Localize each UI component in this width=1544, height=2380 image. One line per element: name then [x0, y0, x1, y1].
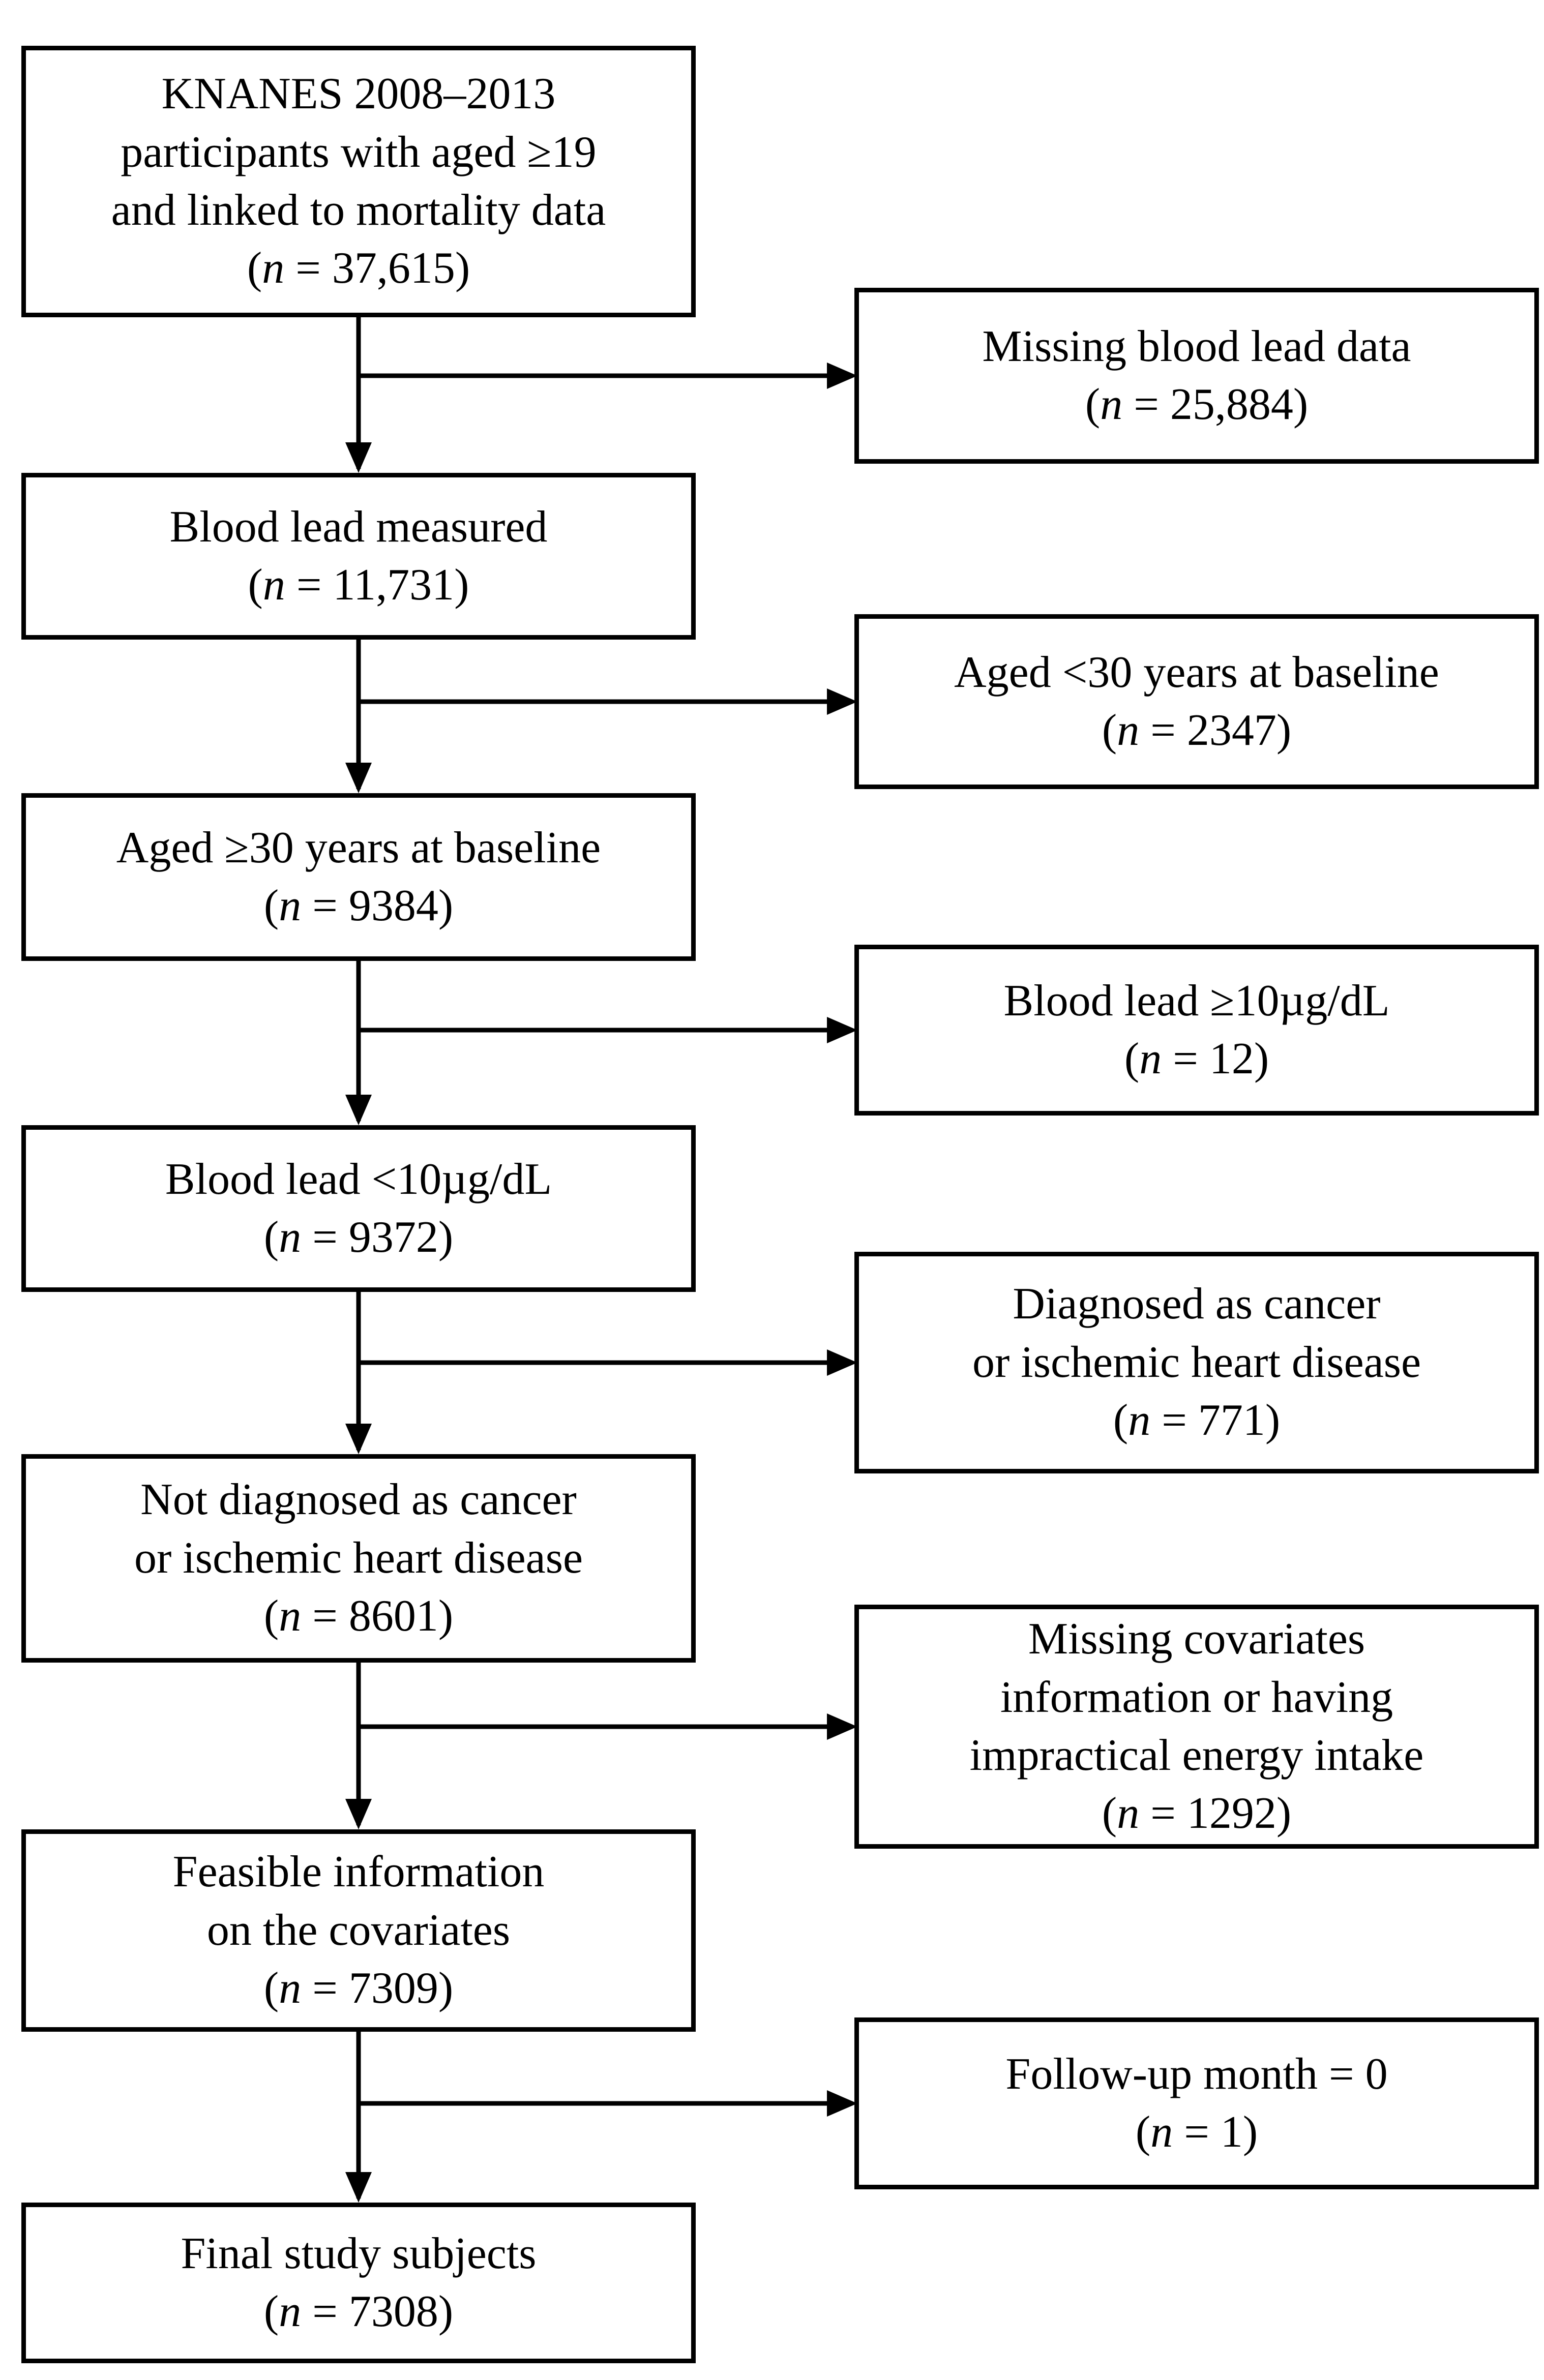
box-text: Aged <30 years at baseline: [954, 647, 1439, 697]
box-n-count: (n = 7308): [263, 2287, 454, 2336]
box-n-count: (n = 771): [1113, 1396, 1281, 1445]
box-text: Diagnosed as cancer or ischemic heart di…: [972, 1279, 1421, 1387]
box-n-count: (n = 2347): [1102, 706, 1292, 755]
box-aged-under-30: Aged <30 years at baseline (n = 2347): [854, 614, 1539, 789]
box-n-count: (n = 8601): [263, 1591, 454, 1641]
box-n-count: (n = 25,884): [1085, 380, 1309, 429]
box-text: Blood lead ≥10µg/dL: [1003, 976, 1390, 1026]
arrowhead-right-6: [827, 2090, 857, 2117]
box-text: Missing blood lead data: [982, 321, 1411, 371]
box-final-study-subjects: Final study subjects (n = 7308): [21, 2203, 696, 2363]
box-text: Blood lead <10µg/dL: [165, 1154, 552, 1204]
box-blood-lead-high: Blood lead ≥10µg/dL (n = 12): [854, 945, 1539, 1116]
arrowhead-right-3: [827, 1017, 857, 1043]
box-n-count: (n = 9372): [263, 1213, 454, 1262]
box-n-count: (n = 7309): [263, 1964, 454, 2013]
box-n-count: (n = 11,731): [248, 560, 469, 610]
box-blood-lead-low: Blood lead <10µg/dL (n = 9372): [21, 1125, 696, 1292]
box-text: Missing covariates information or having…: [969, 1614, 1424, 1780]
box-text: Aged ≥30 years at baseline: [116, 823, 601, 872]
box-not-diagnosed-cancer-ihd: Not diagnosed as cancer or ischemic hear…: [21, 1454, 696, 1663]
box-n-count: (n = 1292): [1102, 1789, 1292, 1839]
box-blood-lead-measured: Blood lead measured (n = 11,731): [21, 473, 696, 640]
arrowhead-right-4: [827, 1349, 857, 1376]
box-missing-blood-lead: Missing blood lead data (n = 25,884): [854, 288, 1539, 464]
arrowhead-right-1: [827, 363, 857, 389]
box-n-count: (n = 1): [1135, 2107, 1258, 2157]
box-n-count: (n = 37,615): [247, 244, 470, 293]
box-n-count: (n = 12): [1124, 1034, 1269, 1083]
box-diagnosed-cancer-ihd: Diagnosed as cancer or ischemic heart di…: [854, 1252, 1539, 1473]
arrowhead-down-4: [345, 1424, 372, 1454]
arrowhead-down-5: [345, 1799, 372, 1829]
arrowhead-down-6: [345, 2172, 372, 2203]
box-feasible-covariates: Feasible information on the covariates (…: [21, 1829, 696, 2032]
box-text: Final study subjects: [181, 2228, 537, 2278]
box-knanes-participants: KNANES 2008–2013 participants with aged …: [21, 46, 696, 317]
box-text: Follow-up month = 0: [1005, 2049, 1388, 2099]
arrowhead-down-3: [345, 1095, 372, 1125]
box-text: KNANES 2008–2013 participants with aged …: [111, 69, 606, 235]
box-n-count: (n = 9384): [263, 881, 454, 930]
box-text: Feasible information on the covariates: [172, 1847, 545, 1955]
arrowhead-down-1: [345, 442, 372, 473]
box-text: Not diagnosed as cancer or ischemic hear…: [134, 1475, 583, 1583]
arrowhead-down-2: [345, 763, 372, 793]
arrowhead-right-2: [827, 688, 857, 715]
box-followup-month-zero: Follow-up month = 0 (n = 1): [854, 2017, 1539, 2189]
box-aged-30-or-more: Aged ≥30 years at baseline (n = 9384): [21, 793, 696, 961]
box-text: Blood lead measured: [169, 502, 548, 552]
arrowhead-right-5: [827, 1713, 857, 1740]
box-missing-covariates: Missing covariates information or having…: [854, 1605, 1539, 1849]
